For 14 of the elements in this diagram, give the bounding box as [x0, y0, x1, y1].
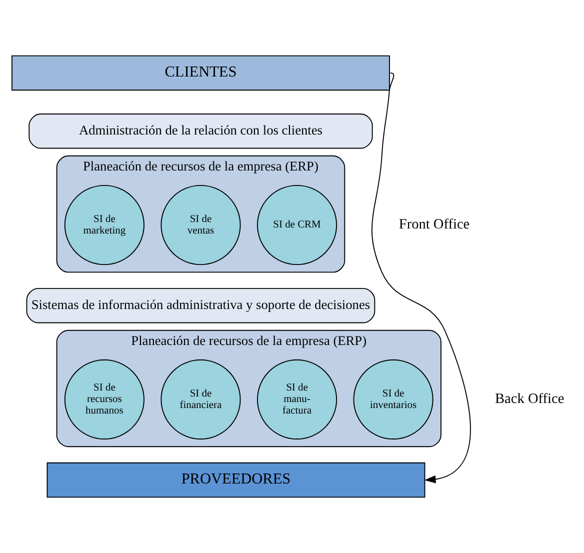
- arrow: [372, 72, 471, 484]
- node-box: Administración de la relación con los clientes: [28, 113, 373, 149]
- node-circle: SI de financiera: [160, 359, 241, 440]
- node-circle: SI de ventas: [160, 184, 241, 266]
- label: Front Office: [398, 216, 470, 232]
- node-circle: SI de manu- factura: [256, 359, 338, 440]
- node-box: Sistemas de información administrativa y soporte de decisiones: [26, 288, 376, 324]
- node-circle: SI de recursos humanos: [64, 359, 144, 440]
- label: Back Office: [495, 390, 564, 407]
- node-circle: SI de CRM: [256, 184, 338, 266]
- node-box: CLIENTES: [12, 55, 390, 91]
- node-circle: SI de inventarios: [353, 359, 434, 440]
- node-circle: SI de marketing: [64, 184, 144, 266]
- node-box: PROVEEDORES: [46, 462, 426, 498]
